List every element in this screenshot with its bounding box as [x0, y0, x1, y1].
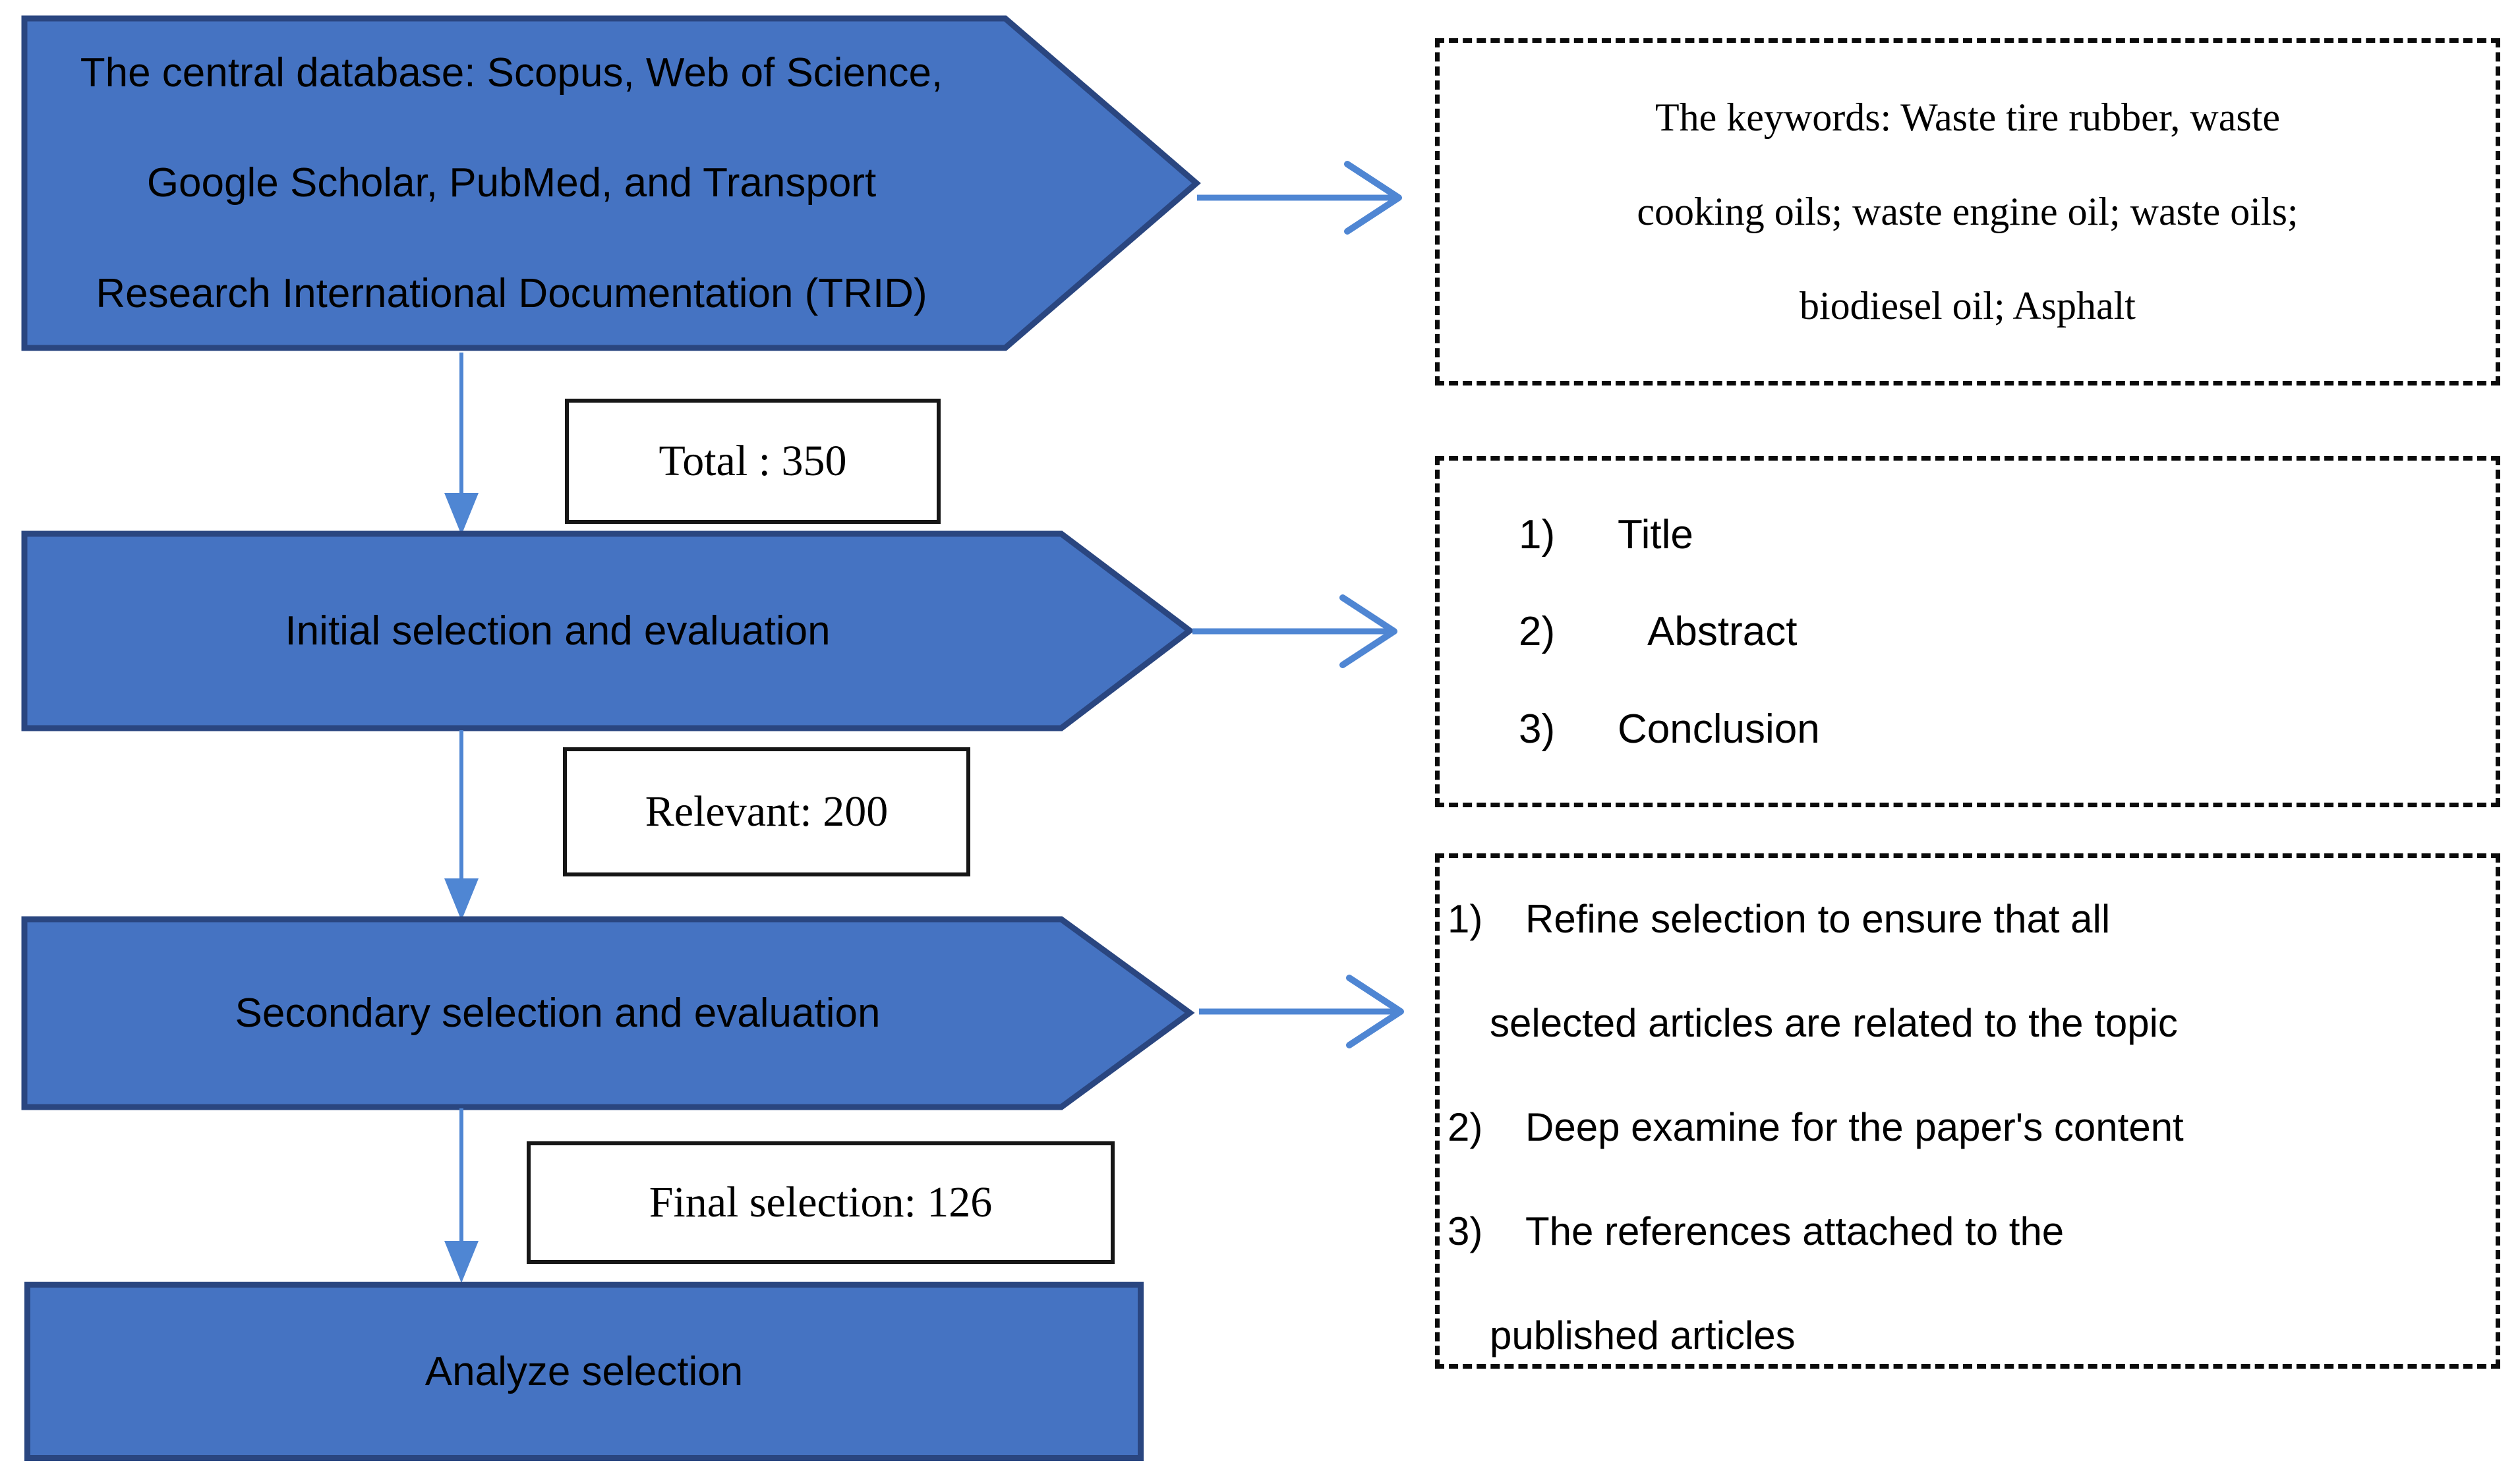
final-count-label: Final selection: 126 [649, 1178, 993, 1226]
criteria-item-text: Title [1618, 511, 1693, 557]
criteria-item-conclusion: 3) Conclusion [1519, 706, 2496, 753]
link-arrow-databases-keywords [1194, 155, 1412, 241]
down-arrowhead-icon [444, 878, 479, 921]
right-arrowhead-icon [1339, 594, 1397, 668]
criteria-item-text: Conclusion [1618, 706, 1820, 752]
criteria-note-box: 1) Title 2) Abstract 3) Conclusion [1435, 456, 2500, 807]
criteria-item-number: 2) [1519, 609, 1556, 654]
database-chevron-box: The central database: Scopus, Web of Sci… [21, 15, 1201, 351]
refine-item-text: The references attached to the [1525, 1209, 2065, 1253]
down-arrow-2 [443, 730, 480, 921]
total-count-label: Total : 350 [659, 437, 847, 485]
right-arrowhead-icon [1346, 975, 1404, 1048]
initial-selection-chevron-box: Initial selection and evaluation [21, 530, 1195, 731]
criteria-item-abstract: 2) Abstract [1519, 608, 2496, 655]
secondary-selection-chevron-box: Secondary selection and evaluation [21, 916, 1195, 1110]
refine-line-3: 2) Deep examine for the paper's content [1448, 1104, 2484, 1209]
initial-selection-label: Initial selection and evaluation [285, 608, 831, 654]
refine-item-text: Deep examine for the paper's content [1525, 1105, 2184, 1149]
keywords-line-3: biodiesel oil; Asphalt [1800, 284, 2136, 328]
refine-item-number: 2) [1448, 1105, 1483, 1149]
refine-line-1: 1) Refine selection to ensure that all [1448, 896, 2484, 1000]
criteria-item-text: Abstract [1647, 609, 1798, 654]
keywords-note-box: The keywords: Waste tire rubber, waste c… [1435, 38, 2500, 385]
criteria-item-title: 1) Title [1519, 511, 2496, 558]
down-arrow-1 [443, 353, 480, 535]
analyze-selection-box: Analyze selection [24, 1282, 1144, 1461]
chevron-shape [21, 916, 1195, 1110]
total-count-box: Total : 350 [565, 399, 941, 524]
secondary-selection-label: Secondary selection and evaluation [235, 990, 881, 1036]
link-arrow-initial-criteria [1190, 588, 1407, 674]
relevant-count-box: Relevant: 200 [563, 747, 970, 876]
database-line-3: Research International Documentation (TR… [96, 270, 927, 316]
refine-item-number: 1) [1448, 897, 1483, 941]
database-line-2: Google Scholar, PubMed, and Transport [146, 160, 877, 206]
link-arrow-secondary-refine [1196, 969, 1414, 1054]
criteria-item-number: 3) [1519, 706, 1556, 752]
refine-item-number: 3) [1448, 1209, 1483, 1253]
keywords-line-1: The keywords: Waste tire rubber, waste [1655, 96, 2281, 139]
final-count-box: Final selection: 126 [527, 1141, 1115, 1264]
refine-item-text: selected articles are related to the top… [1490, 1001, 2178, 1045]
refine-line-2: selected articles are related to the top… [1448, 1000, 2484, 1104]
down-arrow-3 [443, 1108, 480, 1283]
analyze-selection-label: Analyze selection [425, 1348, 744, 1394]
refine-note-box: 1) Refine selection to ensure that all s… [1435, 853, 2500, 1369]
criteria-item-number: 1) [1519, 511, 1556, 557]
refine-line-4: 3) The references attached to the [1448, 1209, 2484, 1313]
right-arrowhead-icon [1344, 161, 1402, 235]
down-arrowhead-icon [444, 1241, 479, 1283]
refine-line-5: published articles [1448, 1313, 2484, 1417]
keywords-line-2: cooking oils; waste engine oil; waste oi… [1637, 190, 2299, 233]
chevron-shape [21, 530, 1195, 731]
database-line-1: The central database: Scopus, Web of Sci… [80, 50, 943, 96]
chevron-shape [21, 15, 1201, 351]
refine-item-text: published articles [1490, 1313, 1796, 1357]
relevant-count-label: Relevant: 200 [645, 787, 889, 836]
down-arrowhead-icon [444, 493, 479, 535]
refine-item-text: Refine selection to ensure that all [1525, 897, 2111, 941]
